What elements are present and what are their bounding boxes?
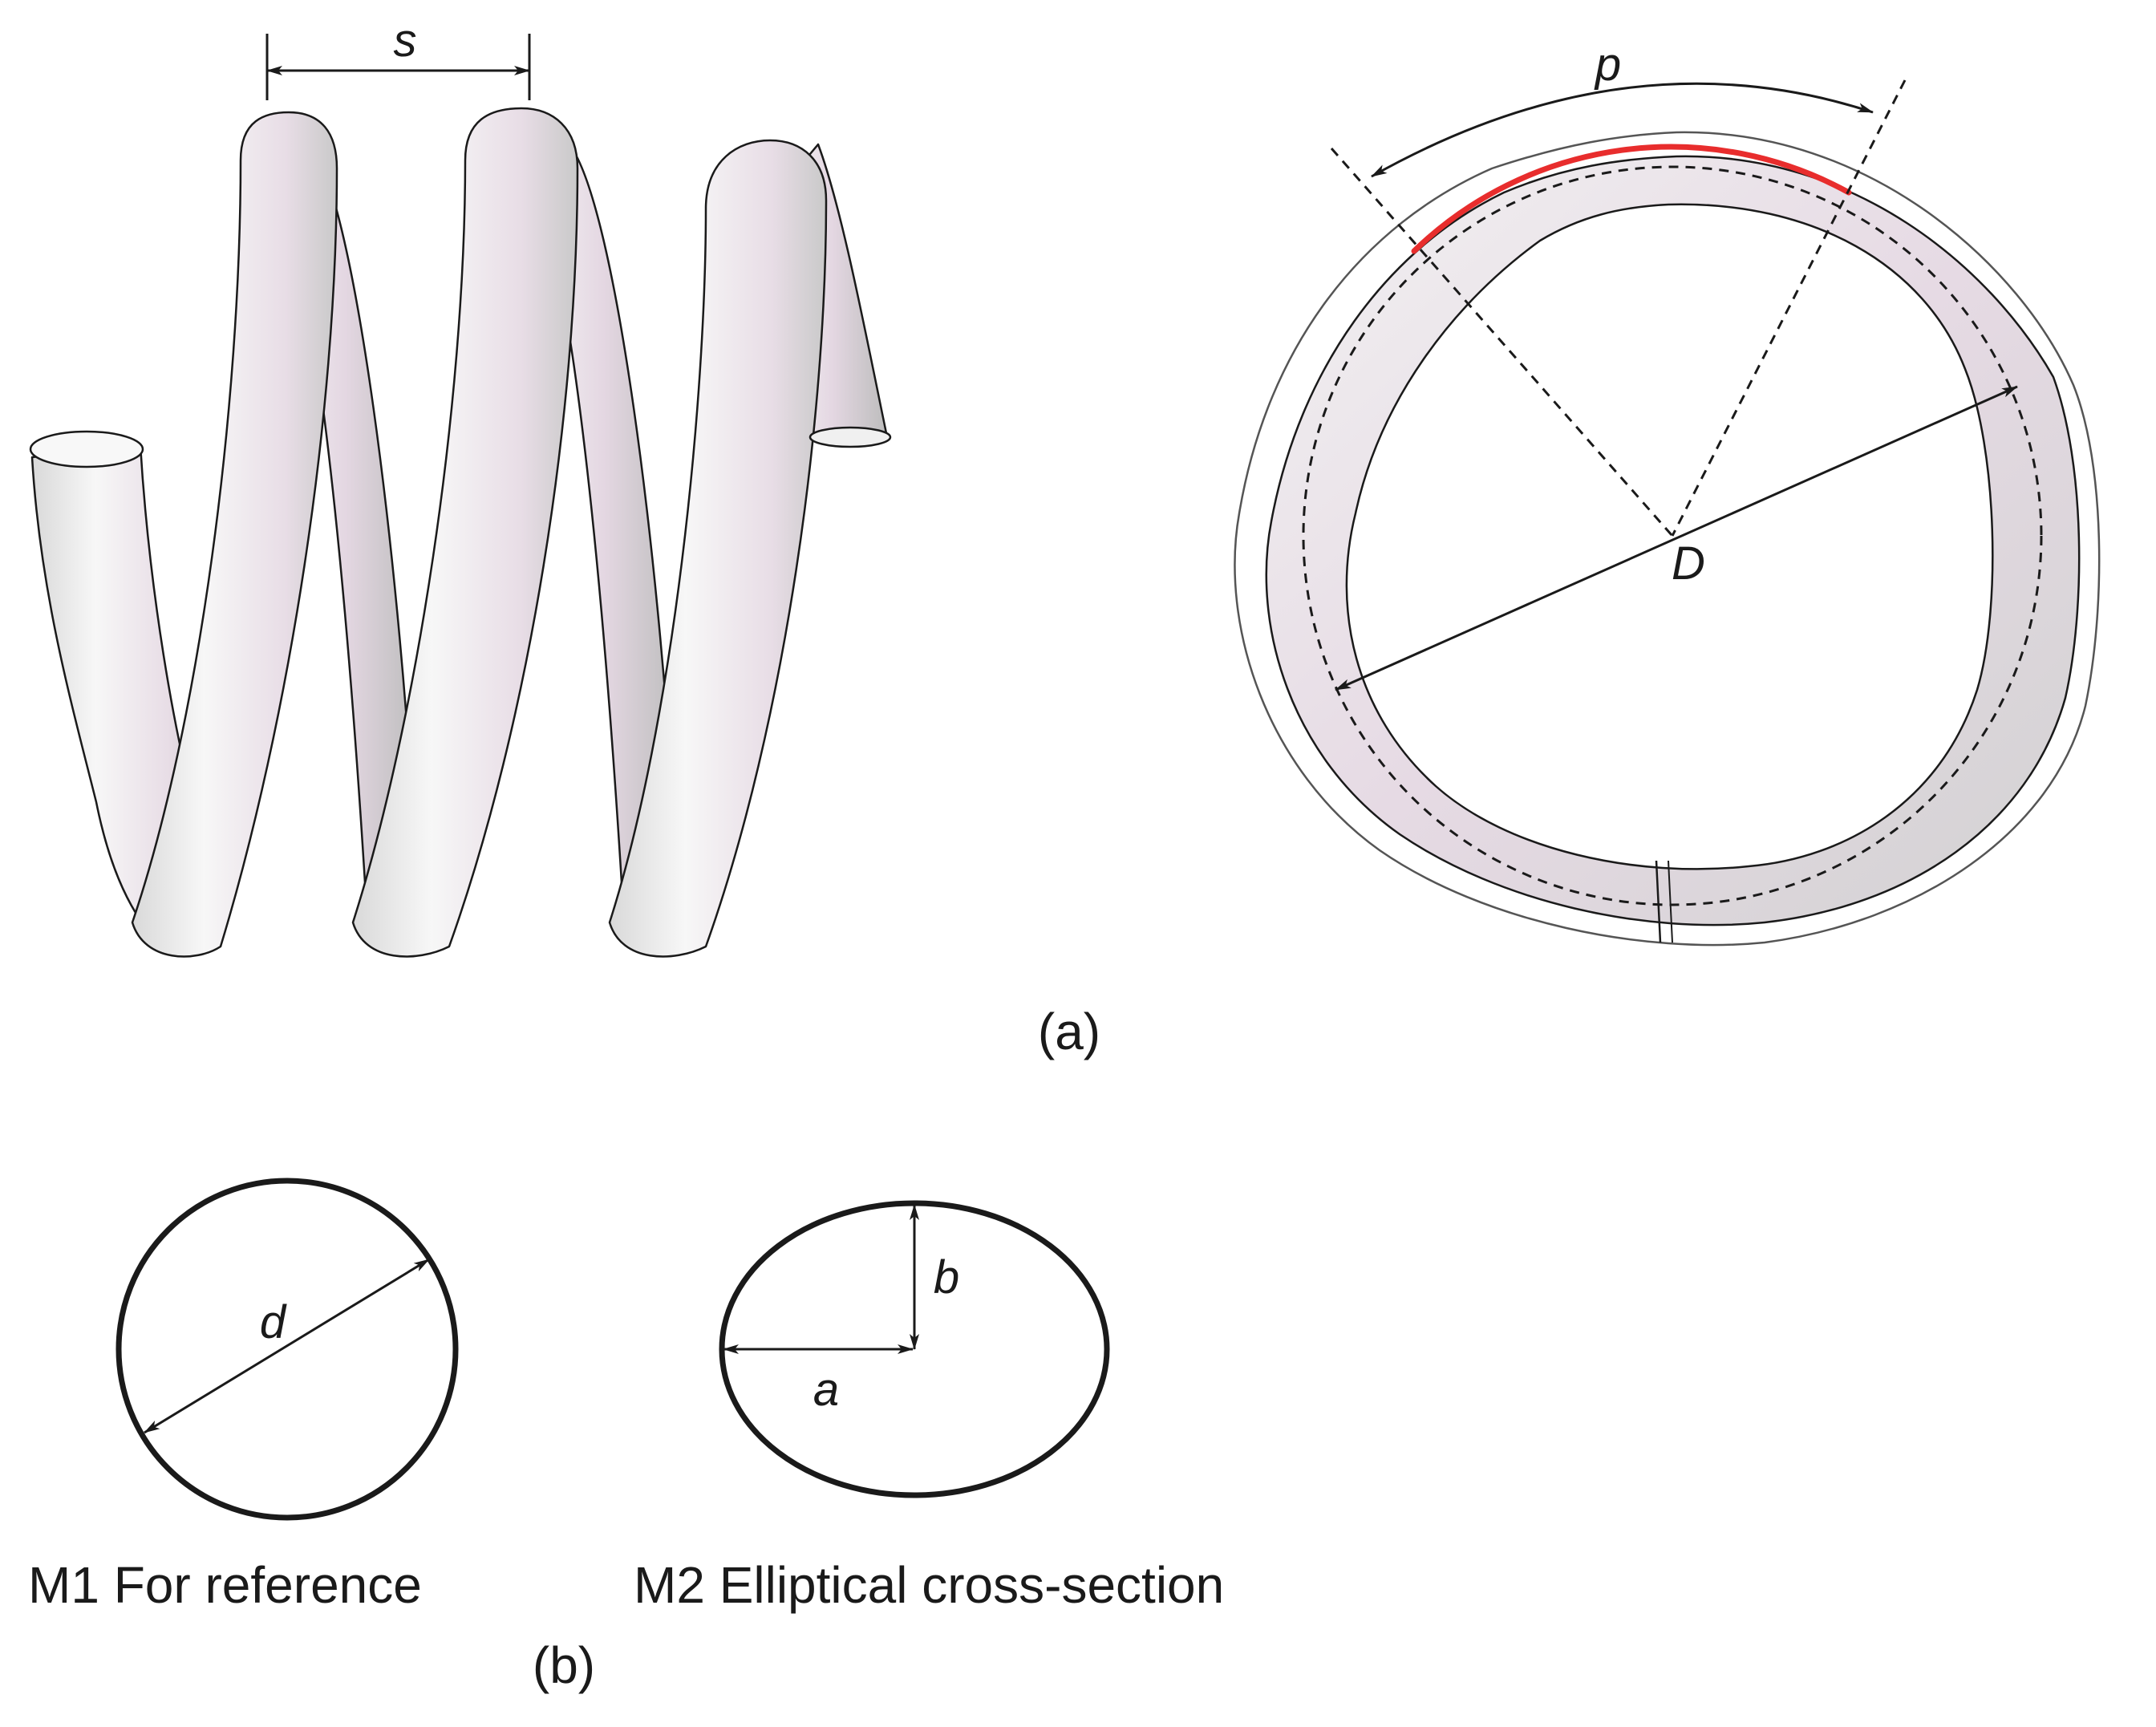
arc-dimension [1371, 82, 1874, 178]
spring-side-view [29, 107, 892, 958]
arc-label: p [1594, 39, 1621, 91]
pitch-label: s [394, 14, 417, 67]
semi-major-label: a [813, 1364, 839, 1416]
ring-outer-outline [1234, 131, 2101, 947]
pitch-dimension [265, 34, 531, 100]
ellipse-cross-section [719, 1200, 1110, 1498]
panel-a-label: (a) [1038, 1003, 1100, 1060]
circle-caption: M1 For reference [28, 1556, 422, 1614]
semi-minor-label: b [934, 1251, 959, 1303]
right-end-cap [808, 426, 892, 448]
diameter-d-label: d [260, 1296, 287, 1348]
panel-b-label: (b) [533, 1636, 595, 1694]
diameter-dimension [1335, 385, 2018, 691]
ring-seam-edge [1668, 860, 1673, 943]
coil-front-strand-3 [608, 139, 828, 958]
coil-front-strand-2 [351, 107, 579, 958]
ellipse-caption: M2 Elliptical cross-section [634, 1556, 1224, 1614]
diameter-label: D [1672, 537, 1705, 590]
spring-top-view [1234, 79, 2101, 947]
circle-cross-section [116, 1178, 459, 1521]
left-end-cap [29, 430, 144, 468]
coil-front-strand-1 [131, 111, 338, 958]
ring-seam [1655, 860, 1662, 943]
ring-tube [1265, 155, 2081, 926]
